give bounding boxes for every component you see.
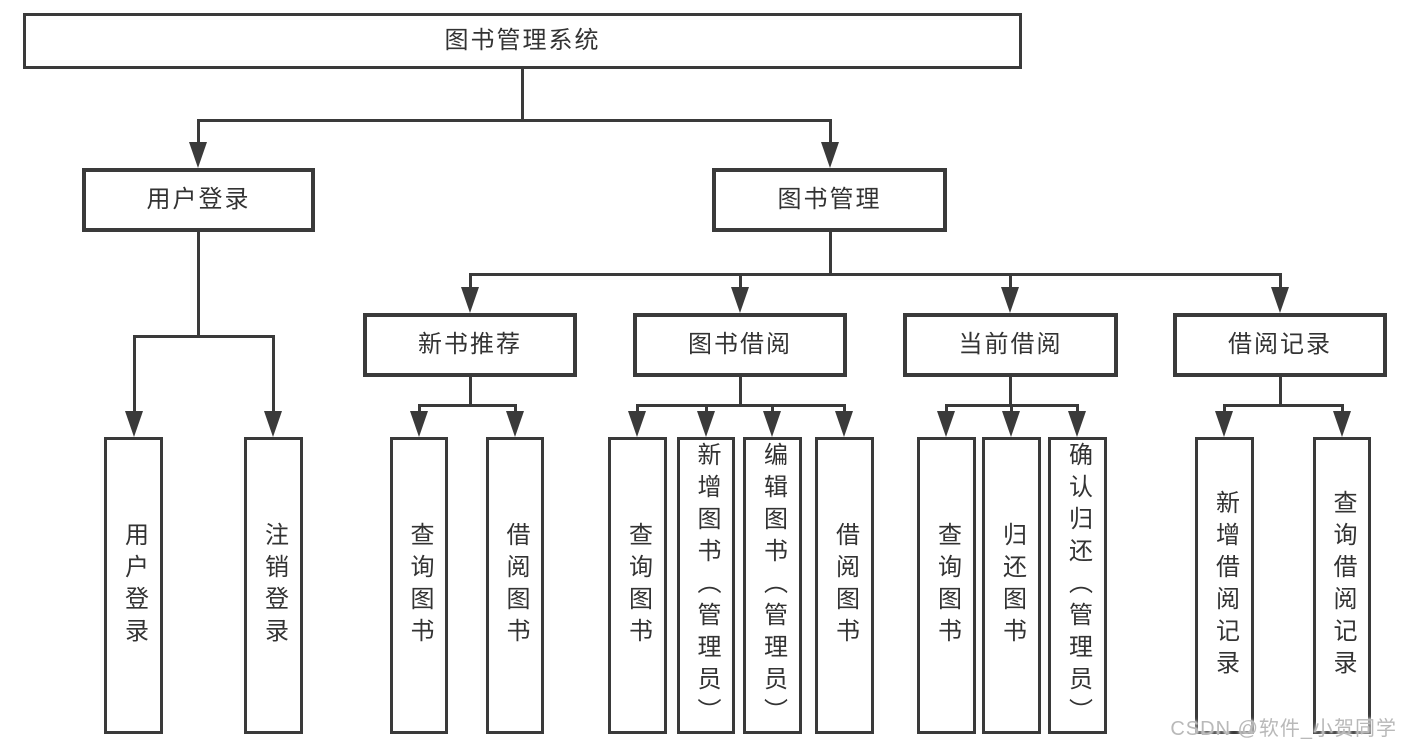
node-label-query-books-borrow: 查询图书 xyxy=(624,521,652,650)
node-label-new-book-rec: 新书推荐 xyxy=(418,330,522,358)
node-label-logout-action: 注销登录 xyxy=(260,521,288,650)
arrow-down-icon-new-book-rec-split-1 xyxy=(506,411,524,437)
arrow-down-icon-book-mgmt-split-0 xyxy=(461,287,479,313)
node-confirm-return-admin: 确认归还（管理员） xyxy=(1048,437,1107,734)
node-label-query-books-rec: 查询图书 xyxy=(406,521,433,650)
connector-bar-borrow-records-split xyxy=(1222,404,1344,407)
node-label-return-books: 归还图书 xyxy=(998,521,1026,650)
arrow-down-icon-book-borrow-split-2 xyxy=(763,411,781,437)
arrow-down-icon-book-mgmt-split-2 xyxy=(1001,287,1019,313)
connector-stem-borrow-records-split xyxy=(1278,375,1282,407)
connector-bar-root-split xyxy=(196,119,832,122)
connector-drop-book-mgmt-split-1 xyxy=(738,273,742,299)
connector-drop-book-mgmt-split-0 xyxy=(468,273,472,299)
node-query-books-current: 查询图书 xyxy=(917,437,976,734)
connector-stem-new-book-rec-split xyxy=(468,375,472,407)
node-new-book-rec: 新书推荐 xyxy=(363,313,577,377)
node-borrow-records: 借阅记录 xyxy=(1173,313,1387,377)
node-label-query-books-current: 查询图书 xyxy=(933,521,961,650)
node-label-add-books-admin: 新增图书（管理员） xyxy=(693,441,720,730)
node-label-user-login-action: 用户登录 xyxy=(120,521,148,650)
connector-bar-book-borrow-split xyxy=(635,404,846,407)
arrow-down-icon-book-mgmt-split-3 xyxy=(1271,287,1289,313)
node-label-borrow-books-action: 借阅图书 xyxy=(831,521,859,650)
arrow-down-icon-user-login-split-1 xyxy=(264,411,282,437)
connector-drop-book-mgmt-split-2 xyxy=(1008,273,1012,299)
node-query-borrow-record: 查询借阅记录 xyxy=(1313,437,1371,734)
node-label-add-borrow-record: 新增借阅记录 xyxy=(1211,489,1239,682)
node-label-user-login: 用户登录 xyxy=(146,185,251,213)
node-borrow-books-action: 借阅图书 xyxy=(815,437,874,734)
connector-stem-root-split xyxy=(520,67,524,122)
arrow-down-icon-book-borrow-split-0 xyxy=(628,411,646,437)
node-label-book-mgmt: 图书管理 xyxy=(777,185,882,213)
node-label-book-borrow: 图书借阅 xyxy=(688,330,792,358)
node-book-mgmt: 图书管理 xyxy=(712,168,947,232)
arrow-down-icon-user-login-split-0 xyxy=(125,411,143,437)
arrow-down-icon-root-split-1 xyxy=(821,142,839,168)
arrow-down-icon-borrow-records-split-1 xyxy=(1333,411,1351,437)
arrow-down-icon-book-borrow-split-1 xyxy=(697,411,715,437)
node-label-edit-books-admin: 编辑图书（管理员） xyxy=(759,441,787,730)
connector-bar-new-book-rec-split xyxy=(417,404,517,407)
connector-bar-book-mgmt-split xyxy=(468,273,1282,276)
arrow-down-icon-new-book-rec-split-0 xyxy=(410,411,428,437)
node-query-books-borrow: 查询图书 xyxy=(608,437,667,734)
node-label-confirm-return-admin: 确认归还（管理员） xyxy=(1064,441,1092,730)
node-user-login-action: 用户登录 xyxy=(104,437,163,734)
arrow-down-icon-current-borrow-split-1 xyxy=(1002,411,1020,437)
node-label-query-borrow-record: 查询借阅记录 xyxy=(1329,489,1356,682)
connector-drop-user-login-split-0 xyxy=(132,335,136,423)
node-borrow-books-rec: 借阅图书 xyxy=(486,437,544,734)
node-query-books-rec: 查询图书 xyxy=(390,437,448,734)
node-add-books-admin: 新增图书（管理员） xyxy=(677,437,735,734)
connector-stem-book-mgmt-split xyxy=(828,230,832,276)
node-user-login: 用户登录 xyxy=(82,168,315,232)
connector-bar-user-login-split xyxy=(132,335,275,338)
node-label-root: 图书管理系统 xyxy=(444,26,601,54)
connector-drop-root-split-0 xyxy=(196,119,200,154)
connector-stem-current-borrow-split xyxy=(1008,375,1012,407)
arrow-down-icon-book-mgmt-split-1 xyxy=(731,287,749,313)
arrow-down-icon-root-split-0 xyxy=(189,142,207,168)
connector-stem-book-borrow-split xyxy=(738,375,742,407)
node-book-borrow: 图书借阅 xyxy=(633,313,847,377)
arrow-down-icon-current-borrow-split-0 xyxy=(937,411,955,437)
node-label-borrow-books-rec: 借阅图书 xyxy=(502,521,529,650)
node-root: 图书管理系统 xyxy=(23,13,1022,69)
node-return-books: 归还图书 xyxy=(982,437,1041,734)
connector-stem-user-login-split xyxy=(196,230,200,338)
csdn-watermark: CSDN @软件_小贺同学 xyxy=(1170,718,1397,740)
arrow-down-icon-borrow-records-split-0 xyxy=(1215,411,1233,437)
connector-drop-book-mgmt-split-3 xyxy=(1278,273,1282,299)
node-current-borrow: 当前借阅 xyxy=(903,313,1118,377)
arrow-down-icon-current-borrow-split-2 xyxy=(1068,411,1086,437)
connector-drop-user-login-split-1 xyxy=(271,335,275,423)
node-logout-action: 注销登录 xyxy=(244,437,303,734)
node-add-borrow-record: 新增借阅记录 xyxy=(1195,437,1254,734)
node-edit-books-admin: 编辑图书（管理员） xyxy=(743,437,802,734)
connector-drop-root-split-1 xyxy=(828,119,832,154)
node-label-current-borrow: 当前借阅 xyxy=(958,330,1063,358)
node-label-borrow-records: 借阅记录 xyxy=(1228,330,1332,358)
arrow-down-icon-book-borrow-split-3 xyxy=(835,411,853,437)
